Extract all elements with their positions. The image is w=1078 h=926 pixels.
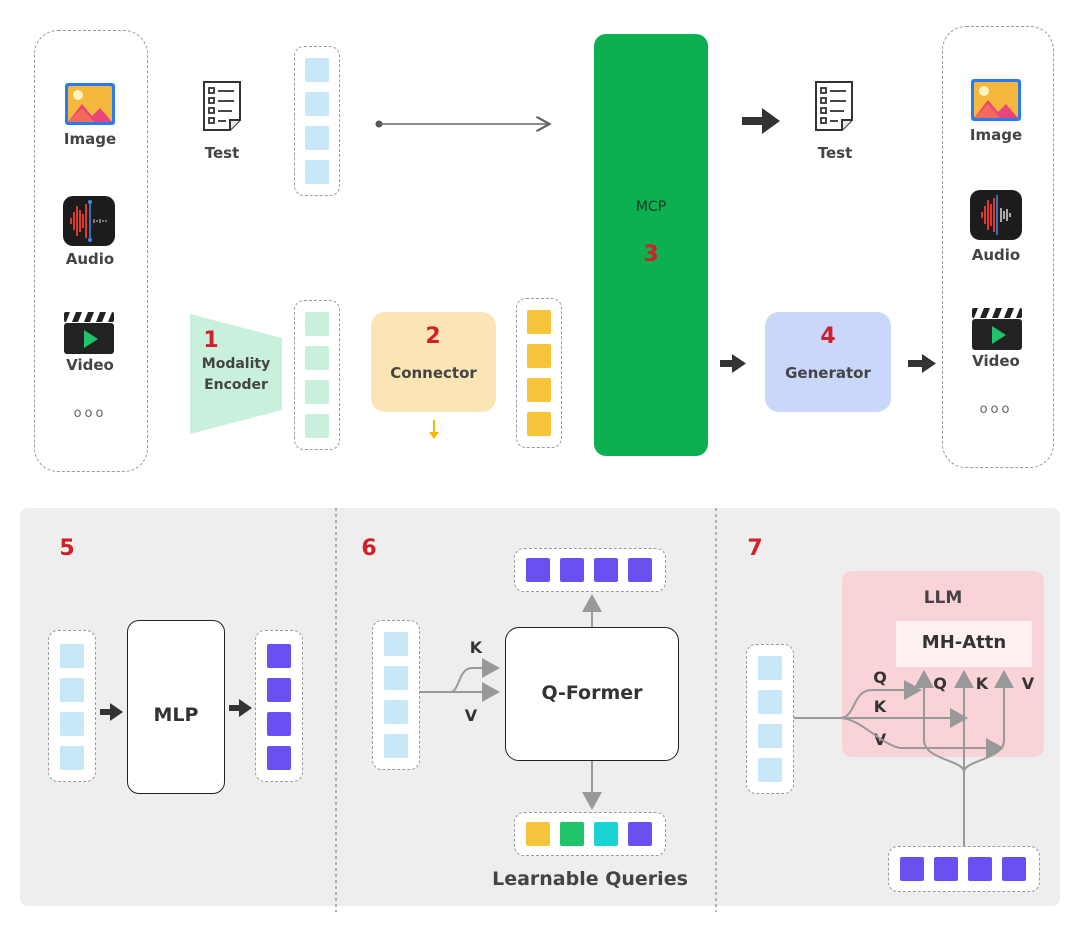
mcp-to-generator-arrow — [720, 354, 746, 373]
connected-token — [527, 310, 551, 334]
qformer-input-token — [384, 734, 408, 758]
modality-encoder-label-line1: Modality — [201, 356, 271, 372]
generator-label: Generator — [785, 364, 871, 382]
top-arrows — [375, 108, 936, 439]
llm-input-k: K — [873, 697, 887, 716]
mcp-label: MCP — [635, 199, 667, 215]
llm-input-token — [758, 690, 782, 714]
text-to-mcp-arrow — [375, 121, 549, 128]
image-icon — [64, 82, 116, 126]
llm-input-token — [758, 758, 782, 782]
learnable-queries-label: Learnable Queries — [492, 868, 688, 890]
panel-7-number: 7 — [747, 536, 763, 561]
document-icon — [202, 80, 242, 132]
learnable-query-token — [526, 822, 550, 846]
generator-to-output-arrow — [908, 354, 936, 373]
attn-k-label: K — [975, 674, 989, 693]
encoded-token — [305, 312, 329, 336]
generator-number: 4 — [820, 324, 836, 349]
input-audio-label: Audio — [65, 250, 115, 268]
llm-input-token — [758, 724, 782, 748]
mlp-label: MLP — [153, 704, 199, 726]
attn-v-label: V — [1021, 674, 1035, 693]
qformer-k-label: K — [469, 638, 483, 657]
image-icon — [970, 78, 1022, 122]
mh-attn-label: MH-Attn — [921, 632, 1007, 653]
input-more-dots: ooo — [73, 406, 107, 421]
qformer-output-token — [526, 558, 550, 582]
output-audio-label: Audio — [971, 246, 1021, 264]
qformer-output-token — [560, 558, 584, 582]
generator-box — [765, 312, 891, 412]
mcp-to-text-arrow — [742, 108, 780, 134]
connector-number: 2 — [425, 324, 441, 349]
connector-box — [371, 312, 496, 412]
attn-q-label: Q — [933, 674, 947, 693]
connected-token — [527, 412, 551, 436]
mlp-output-token — [267, 712, 291, 736]
mlp-output-token — [267, 678, 291, 702]
llm-query-token — [900, 857, 924, 881]
text-token — [305, 58, 329, 82]
connected-token — [527, 378, 551, 402]
llm-input-token — [758, 656, 782, 680]
llm-input-q: Q — [873, 668, 887, 687]
qformer-input-token — [384, 666, 408, 690]
modality-encoder-number: 1 — [203, 328, 219, 353]
qformer-label: Q-Former — [541, 682, 643, 704]
qformer-box — [505, 627, 679, 761]
llm-query-token — [934, 857, 958, 881]
connected-token — [527, 344, 551, 368]
panel-5-number: 5 — [59, 536, 75, 561]
mcp-block — [594, 34, 708, 456]
qformer-v-label: V — [464, 706, 478, 725]
mlp-input-token — [60, 746, 84, 770]
document-icon — [814, 80, 854, 132]
input-image-label: Image — [63, 130, 117, 148]
qformer-input-token — [384, 700, 408, 724]
learnable-query-token — [594, 822, 618, 846]
modality-encoder-label-line2: Encoder — [204, 377, 268, 393]
input-video-label: Video — [66, 356, 114, 374]
text-token — [305, 92, 329, 116]
video-icon — [64, 312, 114, 354]
mlp-output-token — [267, 746, 291, 770]
qformer-input-token — [384, 632, 408, 656]
panel-6-number: 6 — [361, 536, 377, 561]
encoded-token — [305, 346, 329, 370]
encoded-token — [305, 380, 329, 404]
mlp-input-token — [60, 712, 84, 736]
audio-icon — [970, 190, 1022, 240]
mlp-input-token — [60, 678, 84, 702]
video-icon — [972, 308, 1022, 350]
modality-encoder-shape — [190, 314, 282, 434]
text-output-label: Test — [817, 144, 853, 162]
mcp-number: 3 — [643, 242, 659, 267]
mlp-input-token — [60, 644, 84, 668]
llm-query-token — [968, 857, 992, 881]
mlp-output-token — [267, 644, 291, 668]
output-more-dots: ooo — [979, 402, 1013, 417]
text-input-label: Test — [204, 144, 240, 162]
text-token — [305, 126, 329, 150]
connector-label: Connector — [390, 364, 477, 382]
encoded-token — [305, 414, 329, 438]
qformer-output-token — [594, 558, 618, 582]
connector-down-arrow — [429, 420, 439, 439]
llm-label: LLM — [923, 588, 963, 608]
mlp-box — [127, 620, 225, 794]
llm-query-token — [1002, 857, 1026, 881]
qformer-output-token — [628, 558, 652, 582]
output-image-label: Image — [969, 126, 1023, 144]
learnable-query-token — [628, 822, 652, 846]
audio-icon — [63, 196, 115, 246]
learnable-query-token — [560, 822, 584, 846]
mh-attn-box — [896, 621, 1032, 667]
output-video-label: Video — [972, 352, 1020, 370]
text-token — [305, 160, 329, 184]
